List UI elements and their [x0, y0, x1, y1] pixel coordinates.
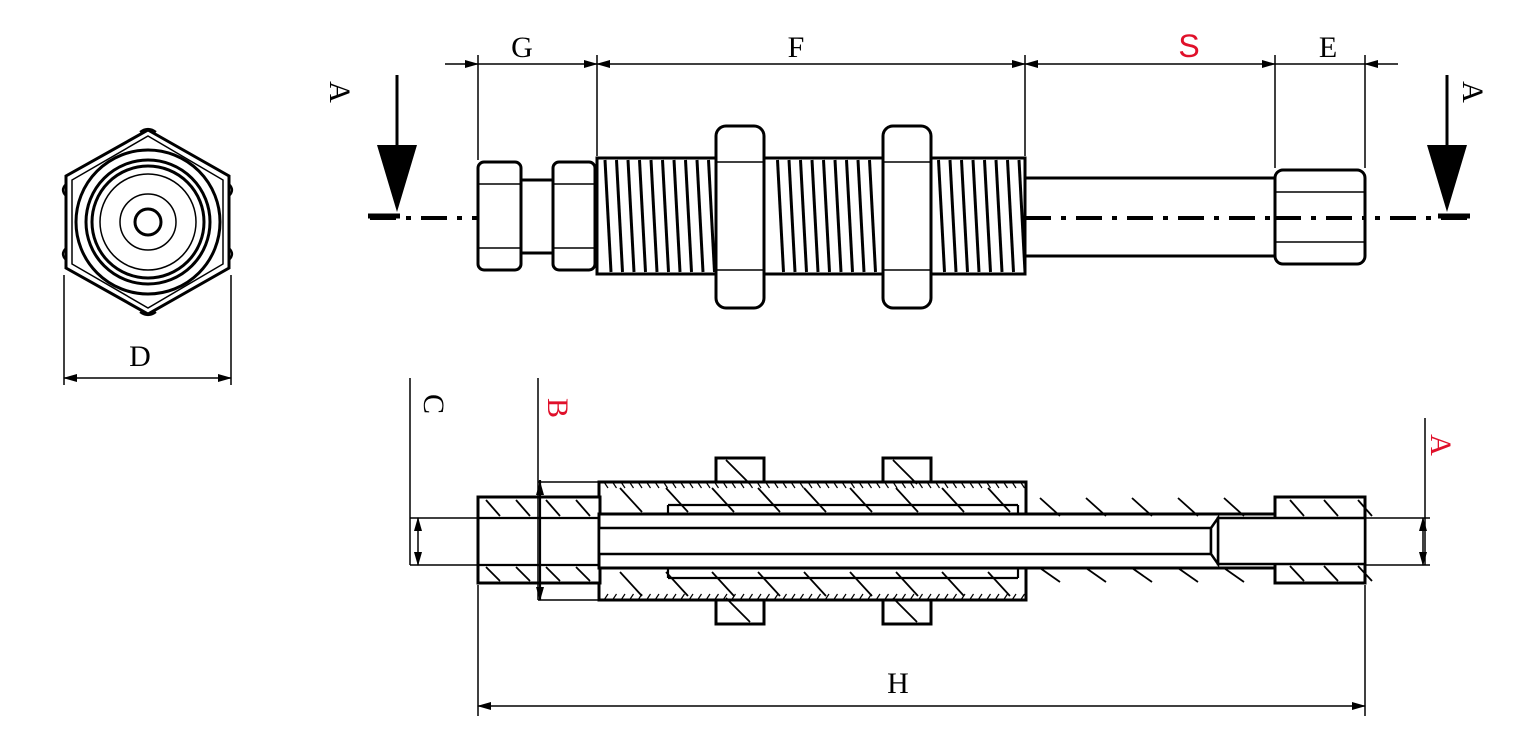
section-label-right: A [1456, 81, 1489, 103]
dimension-h-label: H [887, 667, 909, 700]
end-view-hex-inner [71, 135, 224, 309]
dimension-e-label: E [1319, 31, 1337, 64]
lock-nut-1 [714, 124, 766, 310]
threaded-body [595, 156, 1027, 276]
end-view-circle-outer [74, 148, 222, 296]
dimension-a-label: A [1424, 434, 1457, 456]
section-label-left: A [323, 81, 356, 103]
end-view: D [61, 127, 234, 385]
top-view: A A [323, 28, 1489, 310]
dimension-f-label: F [788, 31, 805, 64]
section-arrow-right: A [1427, 75, 1489, 219]
section-arrow-left: A [323, 75, 417, 219]
dimension-d-label: D [129, 340, 151, 373]
section-view: C B A H [409, 378, 1457, 716]
dimension-c-label: C [417, 394, 450, 414]
dimension-g-label: G [511, 31, 533, 64]
dimension-b-label: B [541, 398, 574, 418]
dimension-s-label: S [1178, 28, 1199, 64]
lock-nut-2 [881, 124, 933, 310]
end-view-bore [133, 207, 163, 237]
